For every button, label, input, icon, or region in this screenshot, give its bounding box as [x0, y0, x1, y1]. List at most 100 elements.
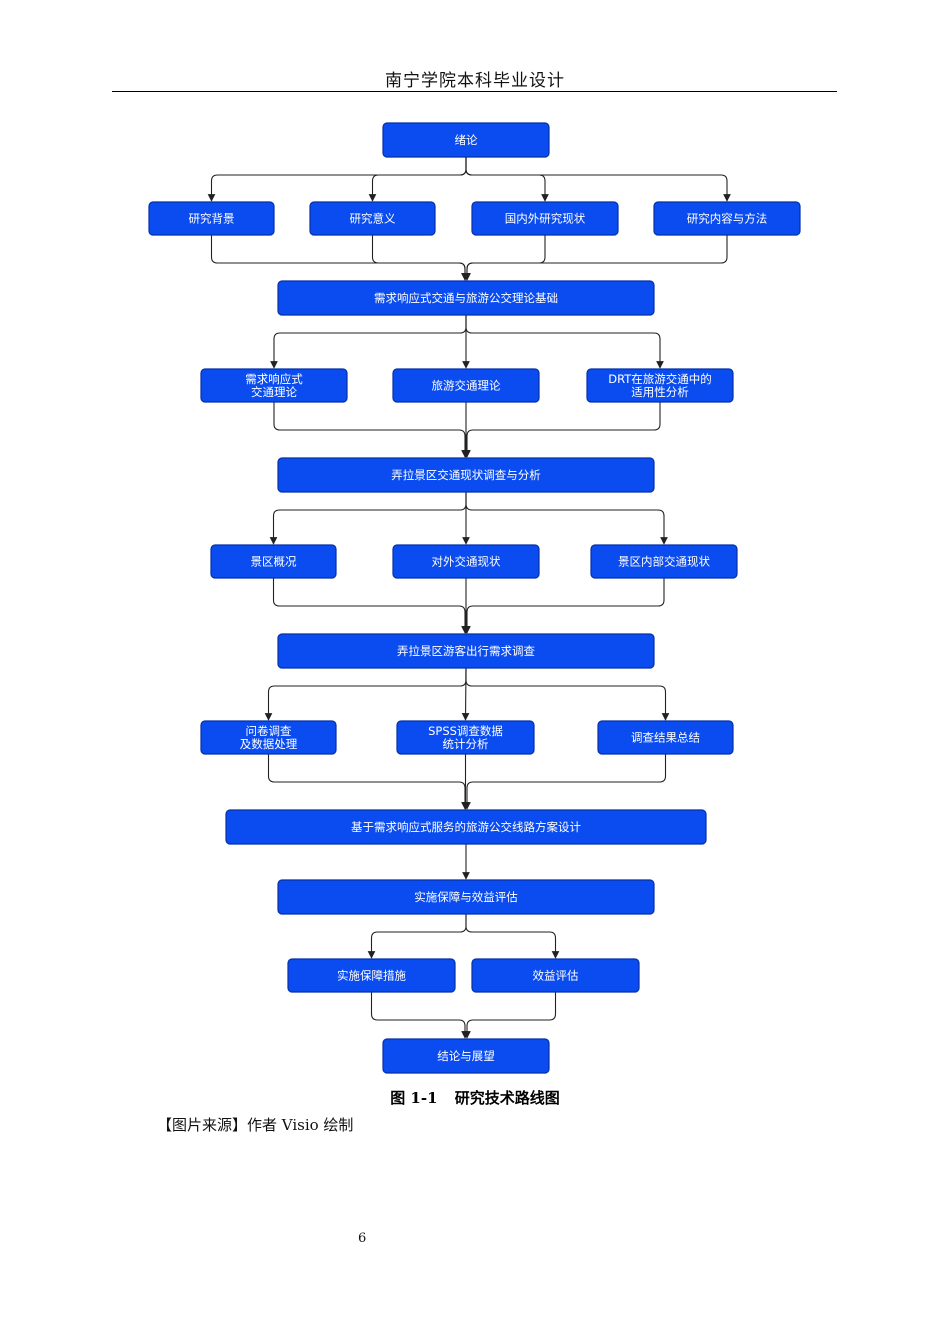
node-label: 基于需求响应式服务的旅游公交线路方案设计 [351, 820, 581, 834]
header-rule [112, 91, 837, 92]
edge-intro-to-content [465, 157, 731, 202]
node-external: 对外交通现状 [392, 544, 540, 579]
node-survey: 弄拉景区交通现状调查与分析 [277, 457, 655, 493]
node-box [277, 457, 655, 493]
node-tourism: 旅游交通理论 [392, 368, 540, 403]
node-overview: 景区概况 [210, 544, 337, 579]
node-label: 结论与展望 [437, 1049, 495, 1063]
edge-demand-to-summary [465, 668, 670, 721]
edge-status-to-theory [463, 235, 546, 281]
node-box [200, 368, 348, 403]
edge-survey-to-overview [269, 492, 467, 545]
edge-drtapp-to-survey [463, 402, 661, 458]
node-label: 实施保障与效益评估 [414, 890, 518, 904]
node-demand: 弄拉景区游客出行需求调查 [277, 633, 655, 669]
node-box [148, 201, 275, 236]
edge-intro-to-bg [207, 157, 467, 202]
figure-source-note: 【图片来源】作者 Visio 绘制 [157, 1116, 354, 1134]
node-label: SPSS调查数据 [428, 724, 503, 738]
page-number: 6 [358, 1231, 367, 1246]
node-label: 实施保障措施 [337, 969, 406, 983]
edge-demand-to-quest [264, 668, 467, 721]
node-box [392, 544, 540, 579]
node-label: 效益评估 [533, 969, 579, 983]
edge-overview-to-demand [272, 578, 469, 634]
node-theory: 需求响应式交通与旅游公交理论基础 [277, 280, 655, 316]
node-label: 问卷调查 [246, 724, 292, 738]
node-internal: 景区内部交通现状 [590, 544, 738, 579]
node-box [471, 201, 619, 236]
figure-title: 研究技术路线图 [454, 1089, 560, 1107]
node-label: 旅游交通理论 [432, 379, 501, 393]
edge-intro-to-sig [368, 157, 467, 202]
node-label: 对外交通现状 [432, 555, 501, 569]
node-box [277, 879, 655, 915]
node-label: 需求响应式交通与旅游公交理论基础 [374, 291, 558, 305]
edge-theory-to-drt [270, 315, 467, 369]
edge-content-to-theory [463, 235, 728, 281]
flowchart-edges [207, 157, 731, 1039]
node-intro: 绪论 [382, 122, 550, 158]
node-sig: 研究意义 [309, 201, 436, 236]
node-label: 景区内部交通现状 [618, 555, 710, 569]
node-label: 研究意义 [350, 212, 396, 226]
node-design: 基于需求响应式服务的旅游公交线路方案设计 [225, 809, 707, 845]
edge-impl-to-benefit [465, 914, 560, 959]
node-label: 适用性分析 [631, 385, 689, 399]
node-box [597, 720, 734, 755]
node-benefit: 效益评估 [471, 958, 640, 993]
node-label: 弄拉景区交通现状调查与分析 [391, 468, 541, 482]
figure-number: 图 1-1 [390, 1089, 438, 1107]
node-label: 研究背景 [189, 212, 235, 226]
node-box [200, 720, 337, 755]
node-label: 及数据处理 [240, 737, 298, 751]
edge-drt-to-survey [273, 402, 469, 458]
node-box [382, 1038, 550, 1074]
node-box [590, 544, 738, 579]
edge-benefit-to-concl [463, 992, 557, 1039]
edge-survey-to-internal [465, 492, 668, 545]
edge-bg-to-theory [210, 235, 469, 281]
node-label: 国内外研究现状 [505, 212, 586, 226]
node-label: 交通理论 [251, 385, 297, 399]
node-label: 绪论 [455, 133, 478, 147]
node-box [277, 280, 655, 316]
node-label: 统计分析 [443, 737, 489, 751]
node-label: 弄拉景区游客出行需求调查 [397, 644, 535, 658]
node-label: 景区概况 [251, 555, 297, 569]
edge-impl-to-measures [367, 914, 467, 959]
edge-measures-to-concl [370, 992, 469, 1039]
node-label: DRT在旅游交通中的 [608, 372, 712, 386]
edge-quest-to-design [267, 754, 469, 810]
figure-caption: 图 1-1 研究技术路线图 [0, 1087, 950, 1108]
node-box [471, 958, 640, 993]
node-box [653, 201, 801, 236]
edge-theory-to-drtapp [465, 315, 664, 369]
page-header-title: 南宁学院本科毕业设计 [385, 71, 565, 91]
node-box [586, 368, 734, 403]
node-content: 研究内容与方法 [653, 201, 801, 236]
edge-sig-to-theory [371, 235, 469, 281]
edge-summary-to-design [463, 754, 667, 810]
node-box [382, 122, 550, 158]
node-status: 国内外研究现状 [471, 201, 619, 236]
edge-internal-to-demand [463, 578, 665, 634]
node-measures: 实施保障措施 [287, 958, 456, 993]
node-concl: 结论与展望 [382, 1038, 550, 1074]
node-bg: 研究背景 [148, 201, 275, 236]
node-label: 调查结果总结 [631, 731, 700, 745]
node-box [309, 201, 436, 236]
edge-intro-to-status [465, 157, 549, 202]
node-summary: 调查结果总结 [597, 720, 734, 755]
node-label: 研究内容与方法 [687, 212, 768, 226]
node-impl: 实施保障与效益评估 [277, 879, 655, 915]
node-box [396, 720, 535, 755]
node-box [287, 958, 456, 993]
node-box [277, 633, 655, 669]
